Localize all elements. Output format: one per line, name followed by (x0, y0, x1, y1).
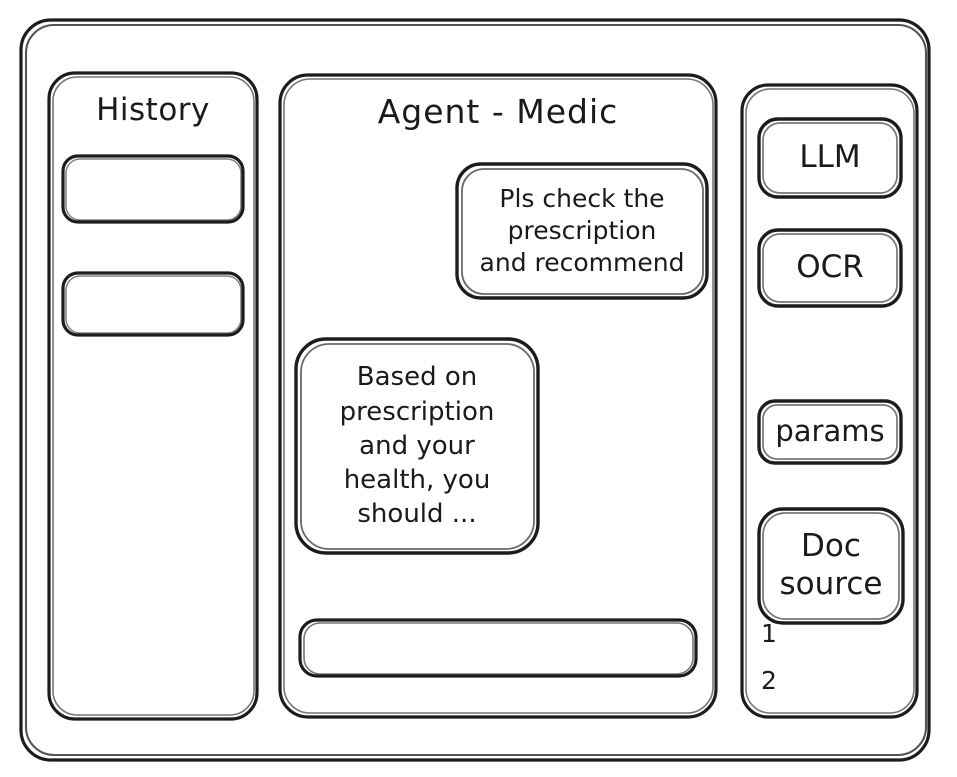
tool-button-label: params (775, 414, 885, 449)
doc-source-item-1[interactable]: 1 (761, 619, 777, 648)
history-title: History (96, 92, 210, 128)
agent-title: Agent - Medic (377, 92, 619, 131)
tool-button-label: LLM (799, 139, 861, 176)
user-message-text: Pls check the prescription and recommend (479, 184, 685, 277)
doc-source-label: Doc source (779, 528, 883, 602)
tool-button-label: OCR (796, 249, 864, 286)
tool-button-llm[interactable]: LLM (755, 115, 905, 201)
message-input-border (297, 617, 699, 679)
assistant-message-text: Based on prescription and your health, y… (339, 362, 495, 530)
history-item-1[interactable] (60, 153, 246, 225)
tool-button-doc-source[interactable]: Doc source (755, 505, 907, 627)
tool-button-ocr[interactable]: OCR (755, 226, 905, 310)
user-message-bubble: Pls check the prescription and recommend (453, 160, 711, 302)
history-panel: History (46, 70, 260, 722)
history-item-border (60, 153, 246, 225)
assistant-message-bubble: Based on prescription and your health, y… (292, 335, 542, 557)
history-item-2[interactable] (60, 270, 246, 338)
doc-source-item-2[interactable]: 2 (761, 666, 777, 695)
tools-panel: LLM OCR params Doc source 1 2 (739, 82, 920, 720)
app-window-frame: History Agent - Medic (18, 16, 934, 764)
tool-button-params[interactable]: params (755, 397, 905, 467)
history-item-border (60, 270, 246, 338)
message-input[interactable] (297, 617, 699, 679)
agent-panel: Agent - Medic Pls check the prescription… (277, 72, 719, 720)
